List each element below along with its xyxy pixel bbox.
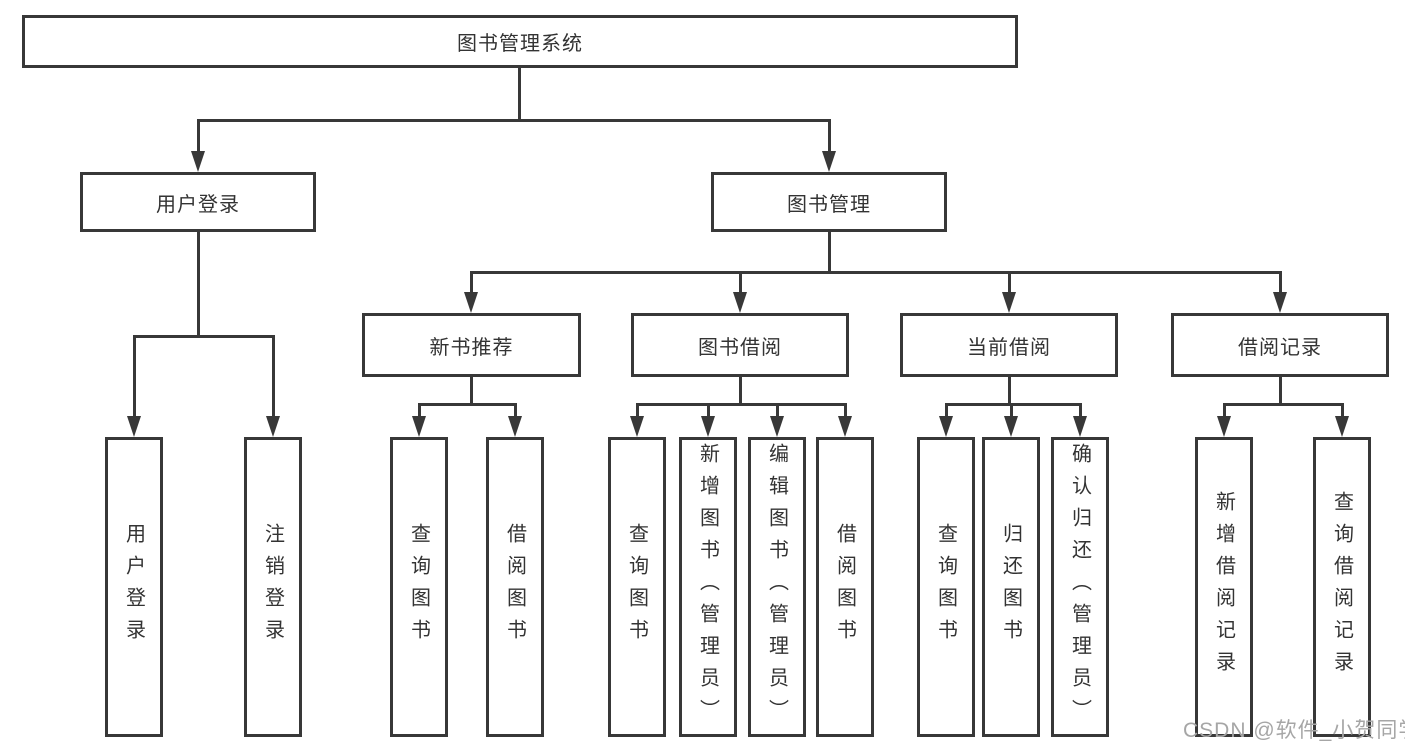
edge-line <box>945 403 948 416</box>
edge-line <box>418 403 421 416</box>
node-book-management: 图书管理 <box>711 172 947 232</box>
arrowhead-icon <box>1217 416 1231 437</box>
node-borrow-books-action: 借阅图书 <box>816 437 874 737</box>
node-new-book-recommend: 新书推荐 <box>362 313 581 377</box>
arrowhead-icon <box>630 416 644 437</box>
edge-line <box>1279 377 1282 403</box>
edge-line <box>1008 271 1011 292</box>
edge-line <box>470 271 1281 274</box>
edge-line <box>470 377 473 403</box>
edge-line <box>636 403 847 406</box>
arrowhead-icon <box>508 416 522 437</box>
csdn-watermark: CSDN @软件_小贺同学 <box>1183 719 1405 742</box>
node-edit-book-admin: 编辑图书（管理员） <box>748 437 806 737</box>
edge-line <box>776 403 779 416</box>
node-user-login-action: 用户登录 <box>105 437 163 737</box>
arrowhead-icon <box>733 292 747 313</box>
arrowhead-icon <box>1273 292 1287 313</box>
node-add-borrow-record: 新增借阅记录 <box>1195 437 1253 737</box>
edge-line <box>739 377 742 403</box>
node-query-books-recommend: 查询图书 <box>390 437 448 737</box>
arrowhead-icon <box>266 416 280 437</box>
edge-line <box>1341 403 1344 416</box>
edge-line <box>636 403 639 416</box>
arrowhead-icon <box>1335 416 1349 437</box>
edge-line <box>739 271 742 292</box>
node-borrowing-records: 借阅记录 <box>1171 313 1389 377</box>
arrowhead-icon <box>838 416 852 437</box>
arrowhead-icon <box>822 151 836 172</box>
edge-line <box>418 403 517 406</box>
edge-line <box>197 119 831 122</box>
arrowhead-icon <box>1002 292 1016 313</box>
node-user-login: 用户登录 <box>80 172 316 232</box>
arrowhead-icon <box>701 416 715 437</box>
node-confirm-return-admin: 确认归还（管理员） <box>1051 437 1109 737</box>
edge-line <box>828 232 831 271</box>
edge-line <box>1010 403 1013 416</box>
node-query-books-current: 查询图书 <box>917 437 975 737</box>
node-return-book: 归还图书 <box>982 437 1040 737</box>
arrowhead-icon <box>1004 416 1018 437</box>
edge-line <box>945 403 1081 406</box>
node-book-borrowing: 图书借阅 <box>631 313 849 377</box>
node-add-book-admin: 新增图书（管理员） <box>679 437 737 737</box>
edge-line <box>1079 403 1082 416</box>
arrowhead-icon <box>770 416 784 437</box>
edge-line <box>514 403 517 416</box>
edge-line <box>197 119 200 151</box>
arrowhead-icon <box>412 416 426 437</box>
edge-line <box>470 271 473 292</box>
node-logout: 注销登录 <box>244 437 302 737</box>
edge-line <box>518 68 521 119</box>
edge-line <box>272 335 275 416</box>
arrowhead-icon <box>939 416 953 437</box>
edge-line <box>133 335 136 416</box>
arrowhead-icon <box>1073 416 1087 437</box>
edge-line <box>1223 403 1226 416</box>
edge-line <box>828 119 831 151</box>
arrowhead-icon <box>127 416 141 437</box>
edge-line <box>1223 403 1343 406</box>
node-query-books-borrowing: 查询图书 <box>608 437 666 737</box>
node-library-system: 图书管理系统 <box>22 15 1018 68</box>
arrowhead-icon <box>464 292 478 313</box>
edge-line <box>1279 271 1282 292</box>
edge-line <box>133 335 274 338</box>
edge-line <box>197 232 200 335</box>
node-query-borrow-record: 查询借阅记录 <box>1313 437 1371 737</box>
node-current-borrowing: 当前借阅 <box>900 313 1118 377</box>
node-borrow-books-recommend: 借阅图书 <box>486 437 544 737</box>
edge-line <box>1008 377 1011 403</box>
arrowhead-icon <box>191 151 205 172</box>
edge-line <box>844 403 847 416</box>
edge-line <box>707 403 710 416</box>
